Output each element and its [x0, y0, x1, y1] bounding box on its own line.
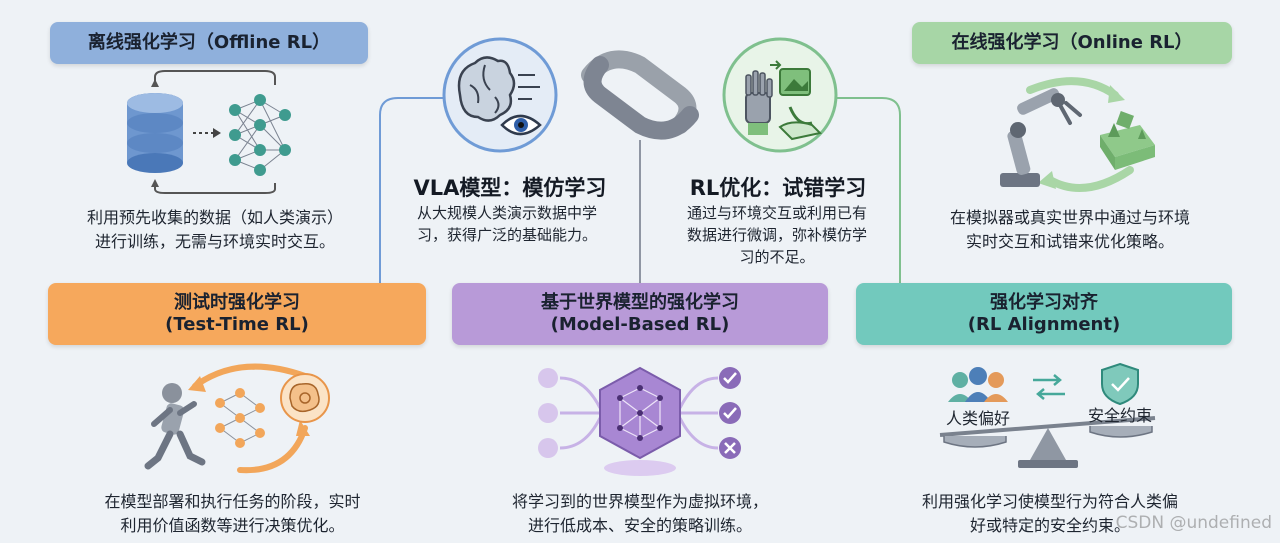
online-rl-pill: 在线强化学习（Online RL）	[912, 22, 1232, 64]
world-model-icon	[599, 366, 681, 460]
brain-icon	[289, 382, 320, 413]
vla-description: 从大规模人类演示数据中学 习，获得广泛的基础能力。	[416, 204, 597, 244]
robot-hand-icon	[745, 70, 773, 135]
online-rl-illustration	[1000, 77, 1155, 192]
cross-icon	[719, 437, 741, 459]
eye-icon	[500, 114, 542, 136]
model-based-rl-title: 基于世界模型的强化学习	[541, 291, 739, 313]
neural-network-icon	[215, 388, 265, 448]
rl-alignment-subtitle: (RL Alignment)	[967, 314, 1121, 335]
balance-scale-icon	[939, 416, 1156, 468]
rl-alignment-pill: 强化学习对齐 (RL Alignment)	[856, 283, 1232, 345]
test-time-rl-pill: 测试时强化学习 (Test-Time RL)	[48, 283, 426, 345]
people-icon	[948, 367, 1008, 402]
brain-icon	[457, 56, 516, 122]
robot-arm-icon	[1000, 88, 1082, 187]
neural-network-icon	[229, 94, 291, 176]
human-preference-label: 人类偏好	[946, 409, 1011, 428]
check-icon	[719, 367, 741, 389]
rl-alignment-illustration	[939, 362, 1156, 468]
runner-robot-icon	[144, 383, 206, 470]
offline-rl-description: 利用预先收集的数据（如人类演示） 进行训练，无需与环境实时交互。	[86, 208, 343, 251]
test-time-rl-illustration	[144, 363, 330, 474]
rl-alignment-description: 利用强化学习使模型行为符合人类偏 好或特定的安全约束。	[921, 492, 1178, 535]
rl-optimization-title: RL优化：试错学习	[689, 176, 867, 200]
safety-constraint-label: 安全约束	[1088, 406, 1153, 425]
model-based-rl-description: 将学习到的世界模型作为虚拟环境， 进行低成本、安全的策略训练。	[511, 492, 768, 535]
test-time-rl-subtitle: (Test-Time RL)	[165, 314, 309, 335]
vla-title: VLA模型：模仿学习	[413, 176, 607, 200]
rl-optimization-description: 通过与环境交互或利用已有 数据进行微调，弥补模仿学 习的不足。	[686, 204, 867, 266]
watermark: CSDN @undefined	[1115, 513, 1272, 533]
model-based-rl-pill: 基于世界模型的强化学习 (Model-Based RL)	[452, 283, 828, 345]
online-rl-description: 在模拟器或真实世界中通过与环境 实时交互和试错来优化策略。	[949, 208, 1190, 251]
model-based-rl-illustration	[538, 366, 741, 476]
environment-cubes-icon	[1100, 111, 1155, 170]
database-icon	[127, 93, 183, 173]
chain-link-icon	[581, 50, 699, 140]
chain-link-illustration	[442, 37, 838, 153]
offline-rl-illustration	[127, 70, 291, 194]
model-based-rl-subtitle: (Model-Based RL)	[550, 314, 730, 335]
test-time-rl-description: 在模型部署和执行任务的阶段，实时 利用价值函数等进行决策优化。	[104, 492, 361, 535]
test-time-rl-title: 测试时强化学习	[174, 291, 300, 313]
rl-alignment-title: 强化学习对齐	[990, 291, 1098, 313]
shield-icon	[1101, 362, 1139, 406]
offline-rl-pill: 离线强化学习（Offline RL）	[50, 22, 368, 64]
check-icon	[719, 402, 741, 424]
online-rl-title: 在线强化学习（Online RL）	[951, 31, 1193, 53]
offline-rl-title: 离线强化学习（Offline RL）	[87, 31, 331, 53]
